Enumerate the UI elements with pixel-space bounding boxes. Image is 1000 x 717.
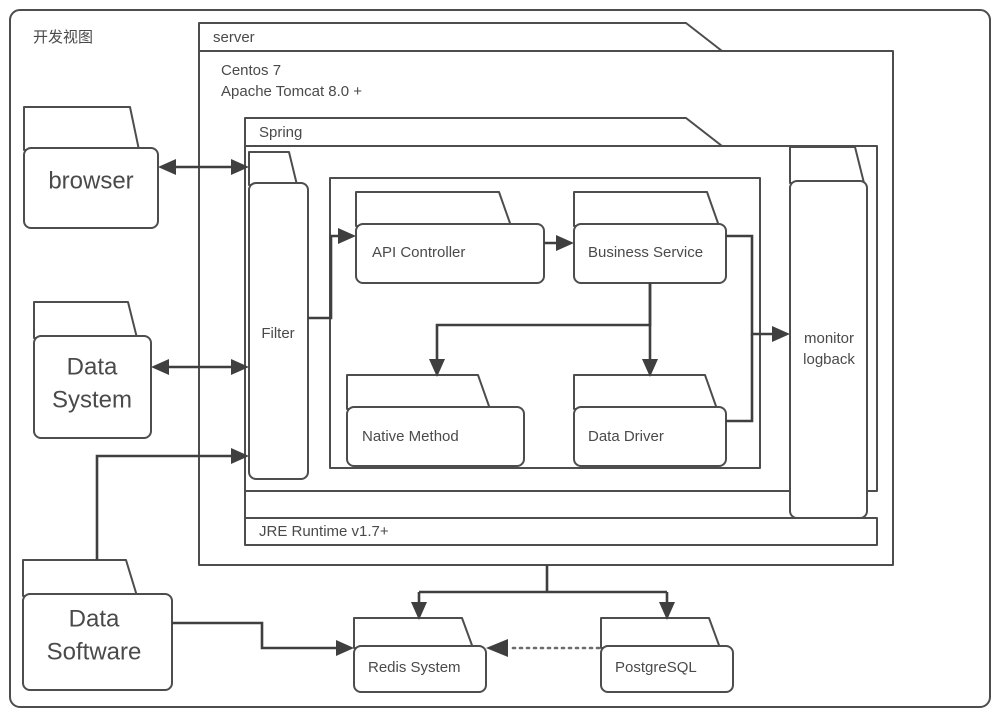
browser-box[interactable] <box>23 147 159 229</box>
page-title: 开发视图 <box>33 29 93 46</box>
connector-postgres-redis <box>486 639 601 657</box>
monitor-box[interactable] <box>789 180 868 519</box>
connector-datasoftware-filter <box>95 448 249 560</box>
data-system-label-line1: Data <box>67 353 118 380</box>
api-controller-label: API Controller <box>372 244 465 261</box>
connector-datasoftware-redis <box>172 621 354 656</box>
postgres-label: PostgreSQL <box>615 659 697 676</box>
postgres-tab <box>600 617 721 649</box>
browser-tab <box>23 106 140 151</box>
spring-tab <box>244 117 723 147</box>
data-driver-tab <box>573 374 718 410</box>
server-line-1: Centos 7 <box>221 62 281 79</box>
jre-label: JRE Runtime v1.7+ <box>259 523 389 540</box>
browser-label: browser <box>48 167 133 194</box>
spring-label: Spring <box>259 124 302 141</box>
native-method-label: Native Method <box>362 428 459 445</box>
postgres-box[interactable] <box>600 645 734 693</box>
connector-browser-filter <box>158 159 249 175</box>
data-software-label-line1: Data <box>69 605 120 632</box>
api-controller-tab <box>355 191 512 227</box>
data-system-tab <box>33 301 138 339</box>
monitor-label-line2: logback <box>803 351 855 368</box>
connector-businessservice-nativemethod <box>429 283 652 377</box>
server-tab <box>198 22 723 52</box>
business-service-tab <box>573 191 720 227</box>
redis-label: Redis System <box>368 659 461 676</box>
data-software-label-line2: Software <box>47 638 142 665</box>
connector-businessservice-monitor <box>726 234 790 342</box>
filter-tab <box>248 151 298 186</box>
data-driver-label: Data Driver <box>588 428 664 445</box>
data-system-box[interactable] <box>33 335 152 439</box>
data-software-box[interactable] <box>22 593 173 691</box>
redis-tab <box>353 617 474 649</box>
jre-body <box>244 517 878 546</box>
api-controller-box[interactable] <box>355 223 545 284</box>
redis-box[interactable] <box>353 645 487 693</box>
connector-apicontroller-businessservice <box>544 235 574 251</box>
server-label: server <box>213 29 255 46</box>
server-line-2: Apache Tomcat 8.0 + <box>221 83 362 100</box>
monitor-tab <box>789 146 865 184</box>
data-driver-box[interactable] <box>573 406 727 467</box>
connector-filter-apicontroller <box>308 228 356 320</box>
jre-tab <box>244 490 846 519</box>
connector-datadriver-monitor <box>726 334 754 423</box>
connector-server-databases <box>411 565 675 620</box>
filter-box[interactable] <box>248 182 309 480</box>
monitor-label-line1: monitor <box>804 330 854 347</box>
connector-datasystem-filter <box>151 359 249 375</box>
business-service-label: Business Service <box>588 244 703 261</box>
filter-label: Filter <box>261 325 294 342</box>
native-method-box[interactable] <box>346 406 525 467</box>
data-software-tab <box>22 559 138 597</box>
native-method-tab <box>346 374 491 410</box>
data-system-label-line2: System <box>52 386 132 413</box>
